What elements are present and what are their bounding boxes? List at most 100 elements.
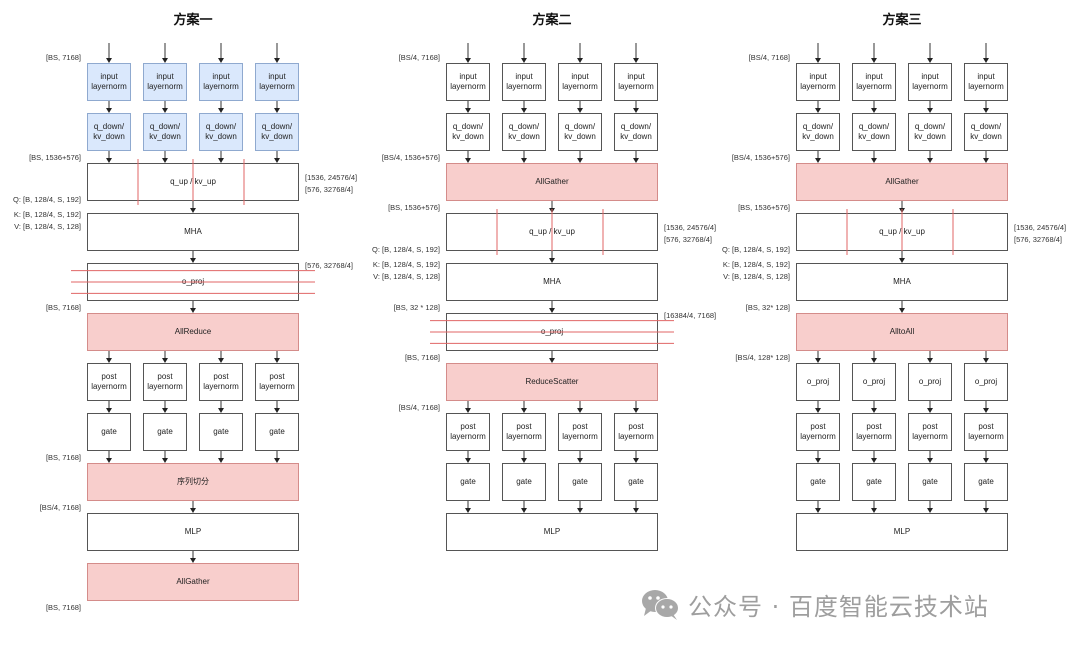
box-label: gate <box>157 427 173 436</box>
q-up-kv-up-box: q_up / kv_up <box>796 213 1008 251</box>
weight-shape-label: [576, 32768/4] <box>305 261 353 270</box>
allgather-box: AllGather <box>446 163 658 201</box>
gate-box: gate <box>255 413 299 451</box>
wechat-icon <box>640 588 682 622</box>
序列切分-box: 序列切分 <box>87 463 299 501</box>
watermark-text: 公众号 · 百度智能云技术站 <box>688 593 989 621</box>
box-label: o_proj <box>806 377 830 386</box>
post-layernorm-box: post layernorm <box>502 413 546 451</box>
o-proj-box: o_proj <box>852 363 896 401</box>
post-layernorm-box: post layernorm <box>796 413 840 451</box>
tensor-shape-label: [BS, 7168] <box>45 603 81 612</box>
box-label: gate <box>572 477 588 486</box>
post-layernorm-box: post layernorm <box>87 363 131 401</box>
gate-box: gate <box>908 463 952 501</box>
mha-box: MHA <box>796 263 1008 301</box>
box-label: gate <box>628 477 644 486</box>
tensor-shape-label: V: [B, 128/4, S, 128] <box>723 272 790 281</box>
box-label: gate <box>516 477 532 486</box>
box-label: AllGather <box>885 177 919 186</box>
q-up-kv-up-box: q_up / kv_up <box>87 163 299 201</box>
box-label: MHA <box>893 277 911 286</box>
q-down--kv-down-box: q_down/ kv_down <box>852 113 896 151</box>
o-proj-box: o_proj <box>446 313 658 351</box>
box-label: AllReduce <box>174 327 212 336</box>
box-label: q_up / kv_up <box>529 227 575 236</box>
gate-box: gate <box>614 463 658 501</box>
tensor-shape-label: V: [B, 128/4, S, 128] <box>14 222 81 231</box>
tensor-shape-label: [BS, 32* 128] <box>745 303 790 312</box>
q-down--kv-down-box: q_down/ kv_down <box>199 113 243 151</box>
box-label: q_down/ kv_down <box>914 122 946 141</box>
tensor-shape-label: [BS, 1536+576] <box>29 153 81 162</box>
box-label: q_down/ kv_down <box>508 122 540 141</box>
tensor-shape-label: [BS/4, 1536+576] <box>381 153 440 162</box>
post-layernorm-box: post layernorm <box>908 413 952 451</box>
input-layernorm-box: input layernorm <box>446 63 490 101</box>
box-label: gate <box>810 477 826 486</box>
post-layernorm-box: post layernorm <box>255 363 299 401</box>
gate-box: gate <box>796 463 840 501</box>
input-layernorm-box: input layernorm <box>558 63 602 101</box>
box-label: q_down/ kv_down <box>452 122 484 141</box>
gate-box: gate <box>143 413 187 451</box>
input-layernorm-box: input layernorm <box>614 63 658 101</box>
box-label: AllGather <box>535 177 569 186</box>
box-label: MHA <box>184 227 202 236</box>
allgather-box: AllGather <box>87 563 299 601</box>
box-label: o_proj <box>540 327 564 336</box>
tensor-shape-label: [BS, 7168] <box>45 53 81 62</box>
gate-box: gate <box>199 413 243 451</box>
weight-shape-label: [1536, 24576/4] <box>1014 223 1067 232</box>
weight-shape-label: [16384/4, 7168] <box>664 311 717 320</box>
box-label: input layernorm <box>91 72 127 91</box>
box-label: q_down/ kv_down <box>564 122 596 141</box>
box-label: post layernorm <box>259 372 295 391</box>
box-label: 序列切分 <box>177 477 209 486</box>
box-label: post layernorm <box>618 422 654 441</box>
tensor-shape-label: [BS/4, 7168] <box>748 53 790 62</box>
q-down--kv-down-box: q_down/ kv_down <box>558 113 602 151</box>
box-label: post layernorm <box>203 372 239 391</box>
box-label: gate <box>101 427 117 436</box>
weight-shape-label: [576, 32768/4] <box>1014 235 1062 244</box>
box-label: o_proj <box>918 377 942 386</box>
box-label: post layernorm <box>856 422 892 441</box>
box-label: post layernorm <box>147 372 183 391</box>
input-layernorm-box: input layernorm <box>255 63 299 101</box>
box-label: o_proj <box>974 377 998 386</box>
box-label: AlltoAll <box>889 327 915 336</box>
box-label: input layernorm <box>968 72 1004 91</box>
gate-box: gate <box>964 463 1008 501</box>
mha-box: MHA <box>87 213 299 251</box>
mlp-box: MLP <box>87 513 299 551</box>
scheme-title: 方案三 <box>882 13 922 28</box>
weight-shape-label: [1536, 24576/4] <box>305 173 358 182</box>
box-label: q_up / kv_up <box>170 177 216 186</box>
tensor-shape-label: K: [B, 128/4, S, 192] <box>722 260 790 269</box>
box-label: MLP <box>543 527 561 536</box>
box-label: post layernorm <box>968 422 1004 441</box>
input-layernorm-box: input layernorm <box>87 63 131 101</box>
gate-box: gate <box>446 463 490 501</box>
tensor-shape-label: [BS, 7168] <box>404 353 440 362</box>
tensor-shape-label: [BS, 1536+576] <box>738 203 790 212</box>
post-layernorm-box: post layernorm <box>614 413 658 451</box>
box-label: q_down/ kv_down <box>970 122 1002 141</box>
mlp-box: MLP <box>446 513 658 551</box>
box-label: q_down/ kv_down <box>93 122 125 141</box>
allreduce-box: AllReduce <box>87 313 299 351</box>
post-layernorm-box: post layernorm <box>558 413 602 451</box>
q-down--kv-down-box: q_down/ kv_down <box>908 113 952 151</box>
input-layernorm-box: input layernorm <box>143 63 187 101</box>
allgather-box: AllGather <box>796 163 1008 201</box>
box-label: o_proj <box>862 377 886 386</box>
box-label: q_down/ kv_down <box>620 122 652 141</box>
box-label: input layernorm <box>856 72 892 91</box>
box-label: input layernorm <box>506 72 542 91</box>
q-down--kv-down-box: q_down/ kv_down <box>502 113 546 151</box>
tensor-shape-label: [BS, 1536+576] <box>388 203 440 212</box>
post-layernorm-box: post layernorm <box>446 413 490 451</box>
weight-shape-label: [1536, 24576/4] <box>664 223 717 232</box>
watermark: 公众号 · 百度智能云技术站 <box>640 587 989 622</box>
